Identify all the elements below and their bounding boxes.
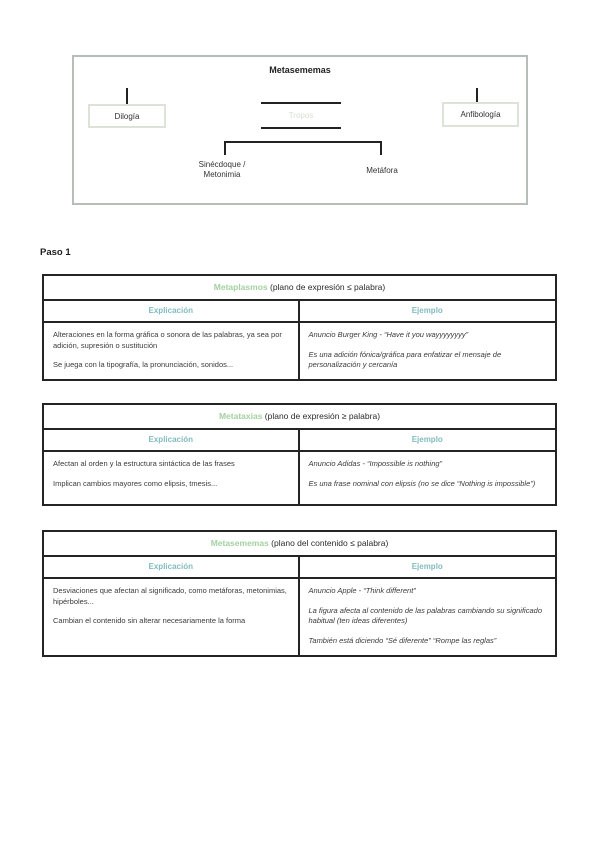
table-body-row: Alteraciones en la forma gráfica o sonor… [44,323,555,379]
connector-line [476,88,478,102]
table-metataxias: Metataxias (plano de expresión ≥ palabra… [42,403,557,506]
table-title-term: Metasememas [210,538,269,548]
tree-bracket-connector [224,141,382,155]
explicacion-paragraph: Afectan al orden y la estructura sintáct… [53,459,235,468]
column-header-explicacion: Explicación [44,430,300,450]
node-sinecdoque-line1: Sinécdoque / [198,160,246,169]
connector-line [126,88,128,104]
explicacion-paragraph: Desviaciones que afectan al significado,… [53,586,287,606]
cell-explicacion: Afectan al orden y la estructura sintáct… [44,452,300,504]
diagram-title: Metasememas [269,65,331,75]
cell-explicacion: Alteraciones en la forma gráfica o sonor… [44,323,300,379]
ejemplo-paragraph: También está diciendo “Sé diferente” “Ro… [308,635,497,645]
node-metafora: Metáfora [366,166,398,175]
node-metonimia-line2: Metonimia [203,170,241,179]
ejemplo-paragraph: Es una frase nominal con elipsis (no se … [308,478,536,488]
table-header-row: Explicación Ejemplo [44,430,555,452]
node-dilogia: Dilogía [88,104,166,128]
column-header-explicacion: Explicación [44,301,300,321]
table-title: Metataxias (plano de expresión ≥ palabra… [44,405,555,430]
node-anfibologia: Anfibología [442,102,519,127]
table-title-term: Metataxias [218,411,263,421]
table-metaplasmos: Metaplasmos (plano de expresión ≤ palabr… [42,274,557,381]
cell-explicacion: Desviaciones que afectan al significado,… [44,579,300,655]
table-title-rest: (plano del contenido ≤ palabra) [268,538,389,548]
step-heading: Paso 1 [40,247,71,258]
ejemplo-paragraph: Anuncio Apple - “Think different” [308,586,416,595]
cell-ejemplo: Anuncio Burger King - “Have it you wayyy… [300,323,556,379]
table-title-rest: (plano de expresión ≤ palabra) [267,282,386,292]
ejemplo-paragraph: Anuncio Adidas - “Impossible is nothing” [308,459,443,468]
table-title: Metasememas (plano del contenido ≤ palab… [44,532,555,557]
column-header-explicacion: Explicación [44,557,300,577]
table-body-row: Desviaciones que afectan al significado,… [44,579,555,655]
table-title: Metaplasmos (plano de expresión ≤ palabr… [44,276,555,301]
column-header-ejemplo: Ejemplo [411,435,443,444]
table-metasememas: Metasememas (plano del contenido ≤ palab… [42,530,557,657]
cell-ejemplo: Anuncio Adidas - “Impossible is nothing”… [300,452,556,504]
column-header-ejemplo: Ejemplo [411,306,443,315]
node-tropos: Tropos [261,102,341,129]
table-body-row: Afectan al orden y la estructura sintáct… [44,452,555,504]
table-header-row: Explicación Ejemplo [44,557,555,579]
node-sinecdoque-metonimia: Sinécdoque / Metonimia [174,160,270,180]
ejemplo-paragraph: La figura afecta al contenido de las pal… [308,605,543,626]
table-title-term: Metaplasmos [213,282,268,292]
explicacion-paragraph: Cambian el contenido sin alterar necesar… [53,616,246,625]
concept-map-panel: Metasememas Dilogía Tropos Anfibología S… [72,55,528,205]
column-header-ejemplo: Ejemplo [411,562,443,571]
ejemplo-paragraph: Anuncio Burger King - “Have it you wayyy… [308,330,469,339]
table-title-rest: (plano de expresión ≥ palabra) [262,411,381,421]
cell-ejemplo: Anuncio Apple - “Think different” La fig… [300,579,556,655]
explicacion-paragraph: Se juega con la tipografía, la pronuncia… [53,360,234,369]
explicacion-paragraph: Implican cambios mayores como elipsis, t… [53,478,218,488]
table-header-row: Explicación Ejemplo [44,301,555,323]
ejemplo-paragraph: Es una adición fónica/gráfica para enfat… [308,349,502,370]
explicacion-paragraph: Alteraciones en la forma gráfica o sonor… [53,330,282,350]
